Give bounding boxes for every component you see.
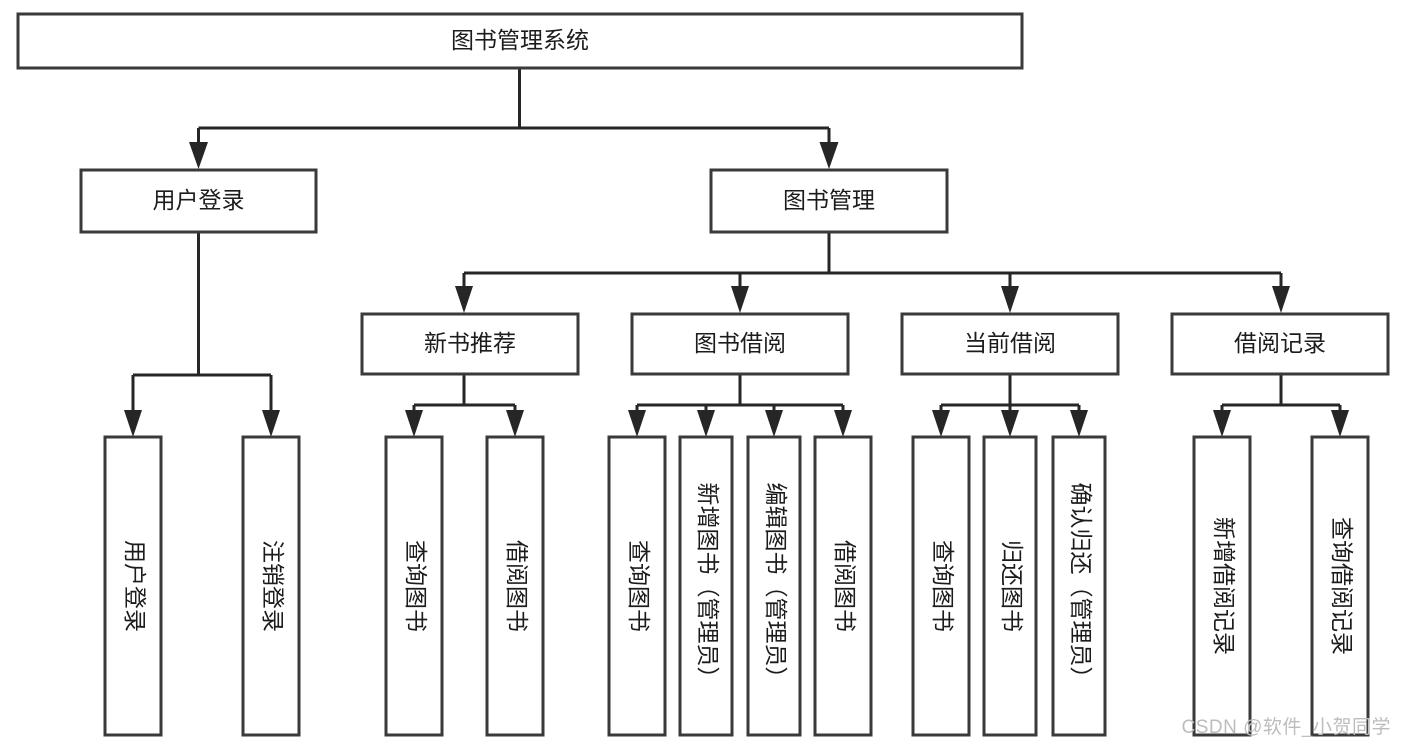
node-current-borrow[interactable]: 当前借阅: [900, 312, 1120, 376]
node-leaf-query-book-3-box[interactable]: [911, 435, 971, 737]
node-leaf-user-login[interactable]: 用户登录: [103, 435, 163, 737]
node-leaf-user-login-box[interactable]: [103, 435, 163, 737]
node-new-book-recommend-box[interactable]: [360, 312, 580, 376]
connector-group-book-manage: [455, 232, 1290, 313]
arrow-head-leaf-user-login: [124, 410, 142, 437]
node-book-manage-label: 图书管理: [783, 187, 875, 213]
node-borrow-record-label: 借阅记录: [1234, 330, 1326, 356]
arrow-head-leaf-query-book-2: [628, 410, 646, 437]
node-leaf-add-record-label: 新增借阅记录: [1211, 517, 1237, 655]
node-leaf-add-book[interactable]: 新增图书（管理员）: [678, 435, 734, 737]
node-leaf-borrow-book-2-box[interactable]: [813, 435, 873, 737]
arrow-head-current-borrow: [1001, 286, 1019, 313]
node-leaf-borrow-book-1[interactable]: 借阅图书: [485, 435, 545, 737]
node-leaf-query-record[interactable]: 查询借阅记录: [1310, 435, 1370, 737]
arrow-head-leaf-return-book: [1001, 410, 1019, 437]
node-leaf-confirm-return[interactable]: 确认归还（管理员）: [1051, 435, 1107, 737]
node-book-borrow-label: 图书借阅: [694, 330, 786, 356]
arrow-head-leaf-query-book-1: [405, 410, 423, 437]
connector-group-root: [189, 68, 839, 169]
node-user-login-label: 用户登录: [153, 187, 245, 213]
arrow-head-leaf-query-book-3: [932, 410, 950, 437]
arrow-head-leaf-add-record: [1213, 410, 1231, 437]
node-book-borrow[interactable]: 图书借阅: [630, 312, 850, 376]
node-user-login[interactable]: 用户登录: [79, 168, 318, 234]
node-leaf-edit-book[interactable]: 编辑图书（管理员）: [746, 435, 802, 737]
node-current-borrow-label: 当前借阅: [964, 330, 1056, 356]
node-leaf-query-book-1-label: 查询图书: [403, 540, 429, 632]
node-borrow-record-box[interactable]: [1170, 312, 1390, 376]
arrow-head-leaf-edit-book: [765, 410, 783, 437]
node-leaf-confirm-return-label: 确认归还（管理员）: [1068, 483, 1094, 690]
csdn-watermark: CSDN @软件_小贺同学: [1181, 717, 1391, 738]
connector-group-user-login: [124, 232, 280, 437]
node-leaf-borrow-book-1-box[interactable]: [485, 435, 545, 737]
arrow-head-book-manage: [819, 142, 839, 169]
node-leaf-query-book-3[interactable]: 查询图书: [911, 435, 971, 737]
node-leaf-borrow-book-1-label: 借阅图书: [504, 540, 530, 632]
node-leaf-add-book-box[interactable]: [678, 435, 734, 737]
arrow-head-leaf-logout-login: [262, 410, 280, 437]
node-leaf-borrow-book-2-label: 借阅图书: [832, 540, 858, 632]
connector-group-borrow-record: [1213, 374, 1349, 437]
arrow-head-leaf-query-record: [1331, 410, 1349, 437]
node-root[interactable]: 图书管理系统: [16, 12, 1024, 70]
node-current-borrow-box[interactable]: [900, 312, 1120, 376]
node-leaf-query-book-1[interactable]: 查询图书: [384, 435, 444, 737]
node-leaf-query-book-2-box[interactable]: [607, 435, 667, 737]
node-user-login-box[interactable]: [79, 168, 318, 234]
arrow-head-new-book-recommend: [455, 286, 473, 313]
node-leaf-edit-book-label: 编辑图书（管理员）: [763, 483, 789, 690]
node-root-label: 图书管理系统: [451, 27, 589, 53]
node-leaf-confirm-return-box[interactable]: [1051, 435, 1107, 737]
node-new-book-recommend[interactable]: 新书推荐: [360, 312, 580, 376]
node-leaf-return-book-box[interactable]: [982, 435, 1038, 737]
node-leaf-logout-login-box[interactable]: [241, 435, 301, 737]
node-root-box[interactable]: [16, 12, 1024, 70]
arrow-head-book-borrow: [731, 286, 749, 313]
node-leaf-query-record-label: 查询借阅记录: [1329, 517, 1355, 655]
arrow-head-leaf-borrow-book-2: [834, 410, 852, 437]
node-leaf-logout-login-label: 注销登录: [260, 540, 286, 632]
connector-group-new-book-recommend: [405, 374, 524, 437]
arrow-head-leaf-borrow-book-1: [506, 410, 524, 437]
node-leaf-query-book-2[interactable]: 查询图书: [607, 435, 667, 737]
node-book-manage-box[interactable]: [709, 168, 949, 234]
node-leaf-query-book-2-label: 查询图书: [626, 540, 652, 632]
node-leaf-logout-login[interactable]: 注销登录: [241, 435, 301, 737]
node-leaf-add-record-box[interactable]: [1192, 435, 1252, 737]
arrow-head-leaf-add-book: [697, 410, 715, 437]
node-new-book-recommend-label: 新书推荐: [424, 330, 516, 356]
node-book-borrow-box[interactable]: [630, 312, 850, 376]
arrow-head-borrow-record: [1272, 286, 1290, 313]
node-leaf-edit-book-box[interactable]: [746, 435, 802, 737]
node-leaf-query-book-3-label: 查询图书: [930, 540, 956, 632]
arrow-head-leaf-confirm-return: [1070, 410, 1088, 437]
connector-group-book-borrow: [628, 374, 852, 437]
node-leaf-return-book-label: 归还图书: [999, 540, 1025, 632]
node-leaf-query-record-box[interactable]: [1310, 435, 1370, 737]
node-leaf-add-book-label: 新增图书（管理员）: [695, 483, 721, 690]
arrow-head-user-login: [189, 142, 208, 169]
node-leaf-return-book[interactable]: 归还图书: [982, 435, 1038, 737]
node-leaf-add-record[interactable]: 新增借阅记录: [1192, 435, 1252, 737]
node-borrow-record[interactable]: 借阅记录: [1170, 312, 1390, 376]
connector-group-current-borrow: [932, 374, 1088, 437]
node-leaf-user-login-label: 用户登录: [122, 540, 148, 632]
node-book-manage[interactable]: 图书管理: [709, 168, 949, 234]
node-leaf-query-book-1-box[interactable]: [384, 435, 444, 737]
node-leaf-borrow-book-2[interactable]: 借阅图书: [813, 435, 873, 737]
